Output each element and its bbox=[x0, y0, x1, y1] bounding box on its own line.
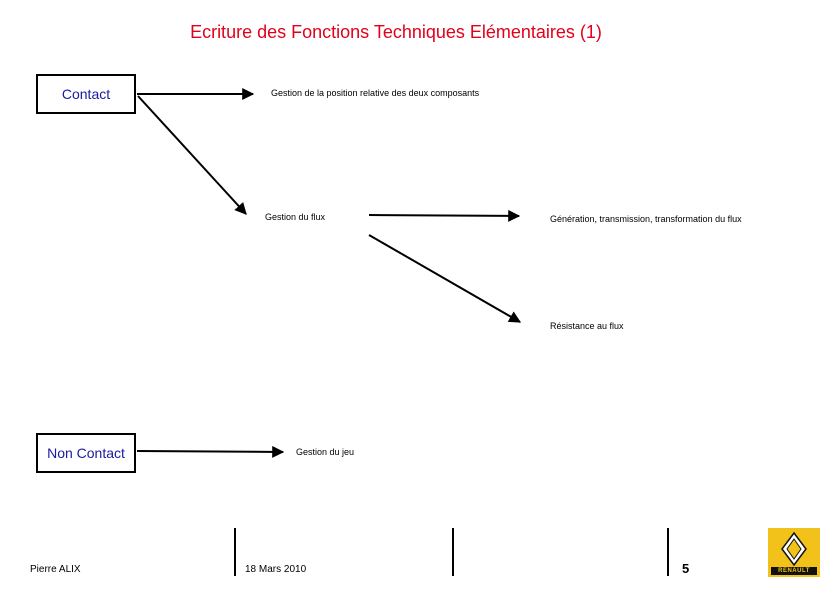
footer-divider bbox=[667, 528, 669, 576]
arrow-flux-to-generation bbox=[368, 209, 521, 222]
page-number: 5 bbox=[682, 561, 690, 576]
footer-date: 18 Mars 2010 bbox=[245, 564, 307, 575]
footer-divider bbox=[234, 528, 236, 576]
renault-logo: RENAULT bbox=[768, 528, 820, 577]
function-generation: Génération, transmission, transformation… bbox=[550, 214, 742, 224]
function-position: Gestion de la position relative des deux… bbox=[271, 88, 480, 98]
arrow-noncontact-to-jeu bbox=[136, 445, 285, 458]
page-title: Ecriture des Fonctions Techniques Elémen… bbox=[190, 22, 602, 42]
footer-divider bbox=[452, 528, 454, 576]
renault-diamond-icon bbox=[771, 531, 817, 575]
arrow-flux-to-resistance bbox=[368, 234, 522, 323]
logo-text: RENAULT bbox=[778, 568, 810, 574]
contact-label: Contact bbox=[61, 86, 111, 102]
arrow-contact-to-flux bbox=[137, 95, 247, 215]
contact-box: Contact bbox=[36, 74, 136, 114]
footer-author: Pierre ALIX bbox=[30, 564, 81, 575]
function-flux: Gestion du flux bbox=[265, 212, 326, 222]
non-contact-box: Non Contact bbox=[36, 433, 136, 473]
non-contact-label: Non Contact bbox=[47, 445, 125, 461]
function-resistance: Résistance au flux bbox=[550, 321, 624, 331]
function-jeu: Gestion du jeu bbox=[296, 447, 355, 457]
